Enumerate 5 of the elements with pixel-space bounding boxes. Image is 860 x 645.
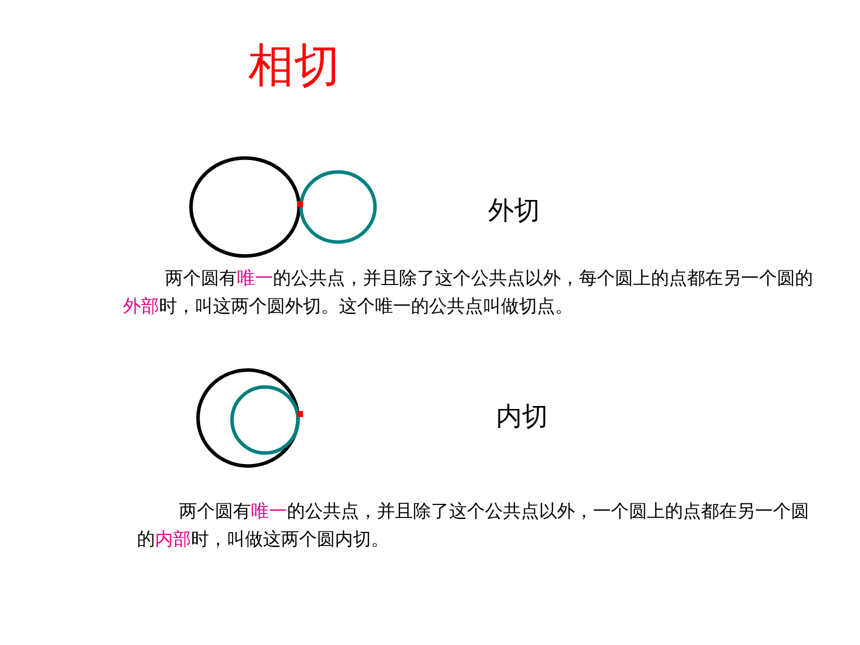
tangent-type-label: 外切 bbox=[488, 195, 540, 228]
definition-text: 两个圆有唯一的公共点，并且除了这个公共点以外，一个圆上的点都在另一个圆的内部时，叫做这两个圆内切。 bbox=[137, 500, 810, 552]
title: 相切 bbox=[248, 42, 340, 88]
tangent-type-label: 内切 bbox=[496, 401, 548, 434]
definition-text: 两个圆有唯一的公共点，并且除了这个公共点以外，每个圆上的点都在另一个圆的外部时，叫这两个圆外切。这个唯一的公共点叫做切点。 bbox=[123, 267, 814, 319]
